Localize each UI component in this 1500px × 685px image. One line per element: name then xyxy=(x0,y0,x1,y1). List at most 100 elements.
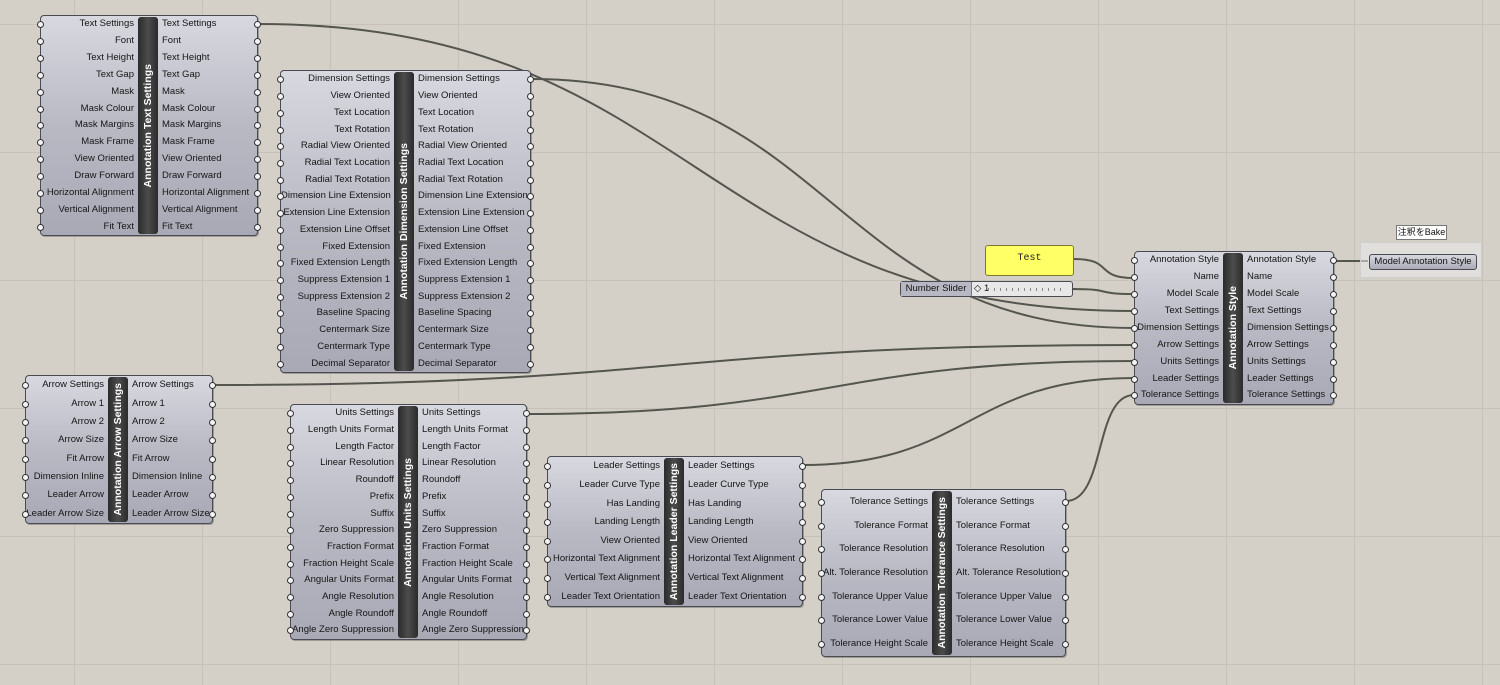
input-view-oriented[interactable]: View Oriented xyxy=(37,153,138,165)
output-draw-forward[interactable]: Draw Forward xyxy=(158,170,261,182)
input-leader-text-orientation[interactable]: Leader Text Orientation xyxy=(544,591,664,603)
input-tolerance-format[interactable]: Tolerance Format xyxy=(818,520,932,532)
output-font[interactable]: Font xyxy=(158,35,261,47)
input-mask-colour[interactable]: Mask Colour xyxy=(37,103,138,115)
input-arrow-size[interactable]: Arrow Size xyxy=(22,434,108,446)
output-tolerance-resolution[interactable]: Tolerance Resolution xyxy=(952,543,1069,555)
output-tolerance-format[interactable]: Tolerance Format xyxy=(952,520,1069,532)
input-tolerance-upper-value[interactable]: Tolerance Upper Value xyxy=(818,591,932,603)
output-mask-frame[interactable]: Mask Frame xyxy=(158,136,261,148)
input-angular-units-format[interactable]: Angular Units Format xyxy=(287,574,398,586)
output-angular-units-format[interactable]: Angular Units Format xyxy=(418,574,530,586)
input-vertical-alignment[interactable]: Vertical Alignment xyxy=(37,204,138,216)
input-leader-curve-type[interactable]: Leader Curve Type xyxy=(544,479,664,491)
input-horizontal-text-alignment[interactable]: Horizontal Text Alignment xyxy=(544,553,664,565)
output-vertical-alignment[interactable]: Vertical Alignment xyxy=(158,204,261,216)
input-fixed-extension[interactable]: Fixed Extension xyxy=(277,241,394,253)
input-text-location[interactable]: Text Location xyxy=(277,107,394,119)
output-angle-roundoff[interactable]: Angle Roundoff xyxy=(418,608,530,620)
output-vertical-text-alignment[interactable]: Vertical Text Alignment xyxy=(684,572,806,584)
output-leader-arrow-size[interactable]: Leader Arrow Size xyxy=(128,508,216,520)
output-horizontal-alignment[interactable]: Horizontal Alignment xyxy=(158,187,261,199)
output-text-settings[interactable]: Text Settings xyxy=(158,18,261,30)
input-model-scale[interactable]: Model Scale xyxy=(1131,288,1223,300)
input-horizontal-alignment[interactable]: Horizontal Alignment xyxy=(37,187,138,199)
input-extension-line-offset[interactable]: Extension Line Offset xyxy=(277,224,394,236)
input-fit-text[interactable]: Fit Text xyxy=(37,221,138,233)
output-tolerance-settings[interactable]: Tolerance Settings xyxy=(952,496,1069,508)
slider-grip-icon[interactable]: ◇ xyxy=(974,283,982,294)
output-mask-margins[interactable]: Mask Margins xyxy=(158,119,261,131)
output-view-oriented[interactable]: View Oriented xyxy=(158,153,261,165)
output-radial-text-location[interactable]: Radial Text Location xyxy=(414,157,534,169)
output-length-units-format[interactable]: Length Units Format xyxy=(418,424,530,436)
input-arrow-1[interactable]: Arrow 1 xyxy=(22,398,108,410)
input-length-factor[interactable]: Length Factor xyxy=(287,441,398,453)
output-mask[interactable]: Mask xyxy=(158,86,261,98)
input-zero-suppression[interactable]: Zero Suppression xyxy=(287,524,398,536)
input-text-gap[interactable]: Text Gap xyxy=(37,69,138,81)
output-radial-text-rotation[interactable]: Radial Text Rotation xyxy=(414,174,534,186)
output-annotation-style[interactable]: Annotation Style xyxy=(1243,254,1337,266)
output-text-location[interactable]: Text Location xyxy=(414,107,534,119)
input-radial-view-oriented[interactable]: Radial View Oriented xyxy=(277,140,394,152)
input-suppress-extension-1[interactable]: Suppress Extension 1 xyxy=(277,274,394,286)
input-dimension-line-extension[interactable]: Dimension Line Extension xyxy=(277,190,394,202)
input-tolerance-resolution[interactable]: Tolerance Resolution xyxy=(818,543,932,555)
output-arrow-1[interactable]: Arrow 1 xyxy=(128,398,216,410)
input-dimension-settings[interactable]: Dimension Settings xyxy=(1131,322,1223,334)
output-dimension-settings[interactable]: Dimension Settings xyxy=(1243,322,1337,334)
output-centermark-size[interactable]: Centermark Size xyxy=(414,324,534,336)
input-radial-text-rotation[interactable]: Radial Text Rotation xyxy=(277,174,394,186)
input-mask-frame[interactable]: Mask Frame xyxy=(37,136,138,148)
output-has-landing[interactable]: Has Landing xyxy=(684,498,806,510)
input-arrow-settings[interactable]: Arrow Settings xyxy=(1131,339,1223,351)
input-fit-arrow[interactable]: Fit Arrow xyxy=(22,453,108,465)
model-annotation-style-node[interactable]: Model Annotation Style xyxy=(1369,254,1477,270)
input-prefix[interactable]: Prefix xyxy=(287,491,398,503)
input-alt-tolerance-resolution[interactable]: Alt. Tolerance Resolution xyxy=(818,567,932,579)
output-linear-resolution[interactable]: Linear Resolution xyxy=(418,457,530,469)
input-arrow-settings[interactable]: Arrow Settings xyxy=(22,379,108,391)
output-angle-resolution[interactable]: Angle Resolution xyxy=(418,591,530,603)
input-leader-settings[interactable]: Leader Settings xyxy=(1131,373,1223,385)
input-has-landing[interactable]: Has Landing xyxy=(544,498,664,510)
output-tolerance-settings[interactable]: Tolerance Settings xyxy=(1243,389,1337,401)
output-fraction-height-scale[interactable]: Fraction Height Scale xyxy=(418,558,530,570)
input-text-settings[interactable]: Text Settings xyxy=(37,18,138,30)
input-vertical-text-alignment[interactable]: Vertical Text Alignment xyxy=(544,572,664,584)
output-fit-arrow[interactable]: Fit Arrow xyxy=(128,453,216,465)
output-decimal-separator[interactable]: Decimal Separator xyxy=(414,358,534,370)
input-font[interactable]: Font xyxy=(37,35,138,47)
output-roundoff[interactable]: Roundoff xyxy=(418,474,530,486)
output-text-rotation[interactable]: Text Rotation xyxy=(414,124,534,136)
output-extension-line-offset[interactable]: Extension Line Offset xyxy=(414,224,534,236)
input-leader-arrow-size[interactable]: Leader Arrow Size xyxy=(22,508,108,520)
input-leader-arrow[interactable]: Leader Arrow xyxy=(22,489,108,501)
input-angle-zero-suppression[interactable]: Angle Zero Suppression xyxy=(287,624,398,636)
input-draw-forward[interactable]: Draw Forward xyxy=(37,170,138,182)
input-baseline-spacing[interactable]: Baseline Spacing xyxy=(277,307,394,319)
input-fixed-extension-length[interactable]: Fixed Extension Length xyxy=(277,257,394,269)
input-annotation-style[interactable]: Annotation Style xyxy=(1131,254,1223,266)
input-text-height[interactable]: Text Height xyxy=(37,52,138,64)
input-extension-line-extension[interactable]: Extension Line Extension xyxy=(277,207,394,219)
output-dimension-line-extension[interactable]: Dimension Line Extension xyxy=(414,190,534,202)
output-fraction-format[interactable]: Fraction Format xyxy=(418,541,530,553)
input-arrow-2[interactable]: Arrow 2 xyxy=(22,416,108,428)
input-landing-length[interactable]: Landing Length xyxy=(544,516,664,528)
output-units-settings[interactable]: Units Settings xyxy=(418,407,530,419)
output-zero-suppression[interactable]: Zero Suppression xyxy=(418,524,530,536)
input-radial-text-location[interactable]: Radial Text Location xyxy=(277,157,394,169)
input-centermark-type[interactable]: Centermark Type xyxy=(277,341,394,353)
input-view-oriented[interactable]: View Oriented xyxy=(277,90,394,102)
output-leader-arrow[interactable]: Leader Arrow xyxy=(128,489,216,501)
input-mask[interactable]: Mask xyxy=(37,86,138,98)
output-units-settings[interactable]: Units Settings xyxy=(1243,356,1337,368)
output-alt-tolerance-resolution[interactable]: Alt. Tolerance Resolution xyxy=(952,567,1069,579)
output-baseline-spacing[interactable]: Baseline Spacing xyxy=(414,307,534,319)
input-tolerance-height-scale[interactable]: Tolerance Height Scale xyxy=(818,638,932,650)
output-length-factor[interactable]: Length Factor xyxy=(418,441,530,453)
